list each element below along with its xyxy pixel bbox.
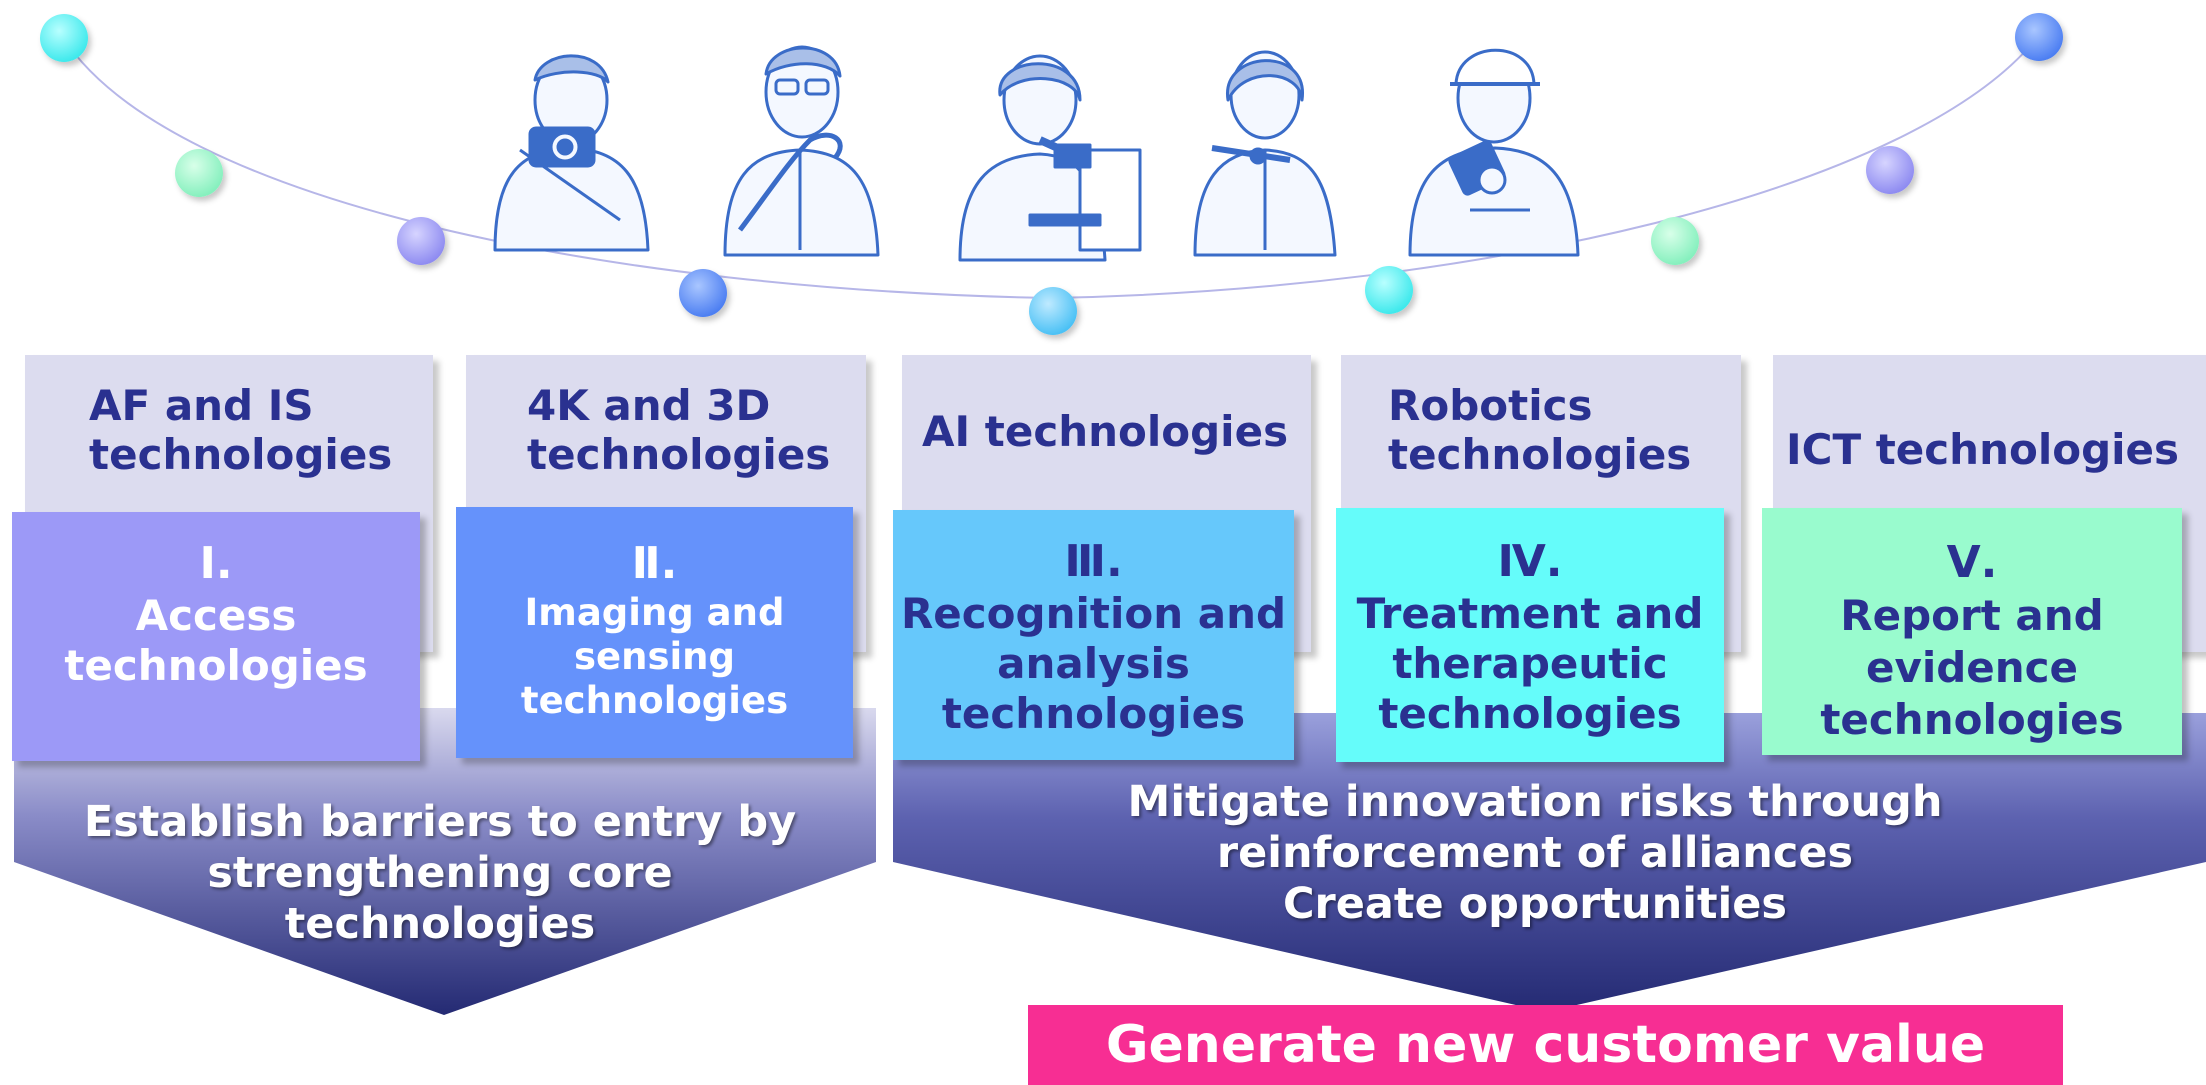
bead xyxy=(175,149,223,197)
category-numeral: Ⅴ. xyxy=(1946,537,1998,588)
strategy-right-text: Mitigate innovation risks through reinfo… xyxy=(1127,777,1943,929)
category-numeral: Ⅲ. xyxy=(1064,536,1123,587)
bead xyxy=(679,269,727,317)
category-title: Imaging and sensing technologies xyxy=(520,591,789,722)
category-numeral: Ⅱ. xyxy=(631,538,678,589)
bead xyxy=(1651,217,1699,265)
strategy-left-text: Establish barriers to entry by strengthe… xyxy=(83,797,797,949)
photographer-with-camera-icon xyxy=(493,54,650,252)
tech-label: AF and IS technologies xyxy=(89,381,393,479)
tech-label: ICT technologies xyxy=(1786,425,2180,474)
strategy-arrow-right xyxy=(893,713,2206,1012)
tech-label: AI technologies xyxy=(922,407,1289,456)
strategy-arrow-left xyxy=(14,708,876,1015)
bead xyxy=(397,217,445,265)
category-imaging-sensing: Ⅱ. Imaging and sensing technologies xyxy=(456,507,853,758)
generate-value-banner: Generate new customer value xyxy=(1028,1005,2063,1085)
category-numeral: Ⅰ. xyxy=(199,538,233,589)
scientist-with-microscope-icon xyxy=(958,54,1142,262)
doctor-with-endoscope-icon xyxy=(723,45,880,257)
bead xyxy=(40,14,88,62)
category-access: Ⅰ. Access technologies xyxy=(12,512,420,761)
category-title: Access technologies xyxy=(64,591,368,690)
category-title: Recognition and analysis technologies xyxy=(900,589,1287,738)
category-report-evidence: Ⅴ. Report and evidence technologies xyxy=(1762,508,2182,755)
tech-label: Robotics technologies xyxy=(1388,381,1692,479)
bead xyxy=(2015,13,2063,61)
category-numeral: Ⅳ. xyxy=(1497,536,1563,587)
category-treatment-therapeutic: Ⅳ. Treatment and therapeutic technologie… xyxy=(1336,508,1724,762)
bead xyxy=(1029,287,1077,335)
category-recognition-analysis: Ⅲ. Recognition and analysis technologies xyxy=(893,510,1294,760)
category-title: Treatment and therapeutic technologies xyxy=(1356,589,1704,738)
category-title: Report and evidence technologies xyxy=(1820,591,2124,744)
worker-with-device-icon xyxy=(1408,48,1580,257)
dentist-with-handpiece-icon xyxy=(1193,50,1337,257)
bead xyxy=(1365,266,1413,314)
bead xyxy=(1866,146,1914,194)
tech-label: 4K and 3D technologies xyxy=(527,381,831,479)
